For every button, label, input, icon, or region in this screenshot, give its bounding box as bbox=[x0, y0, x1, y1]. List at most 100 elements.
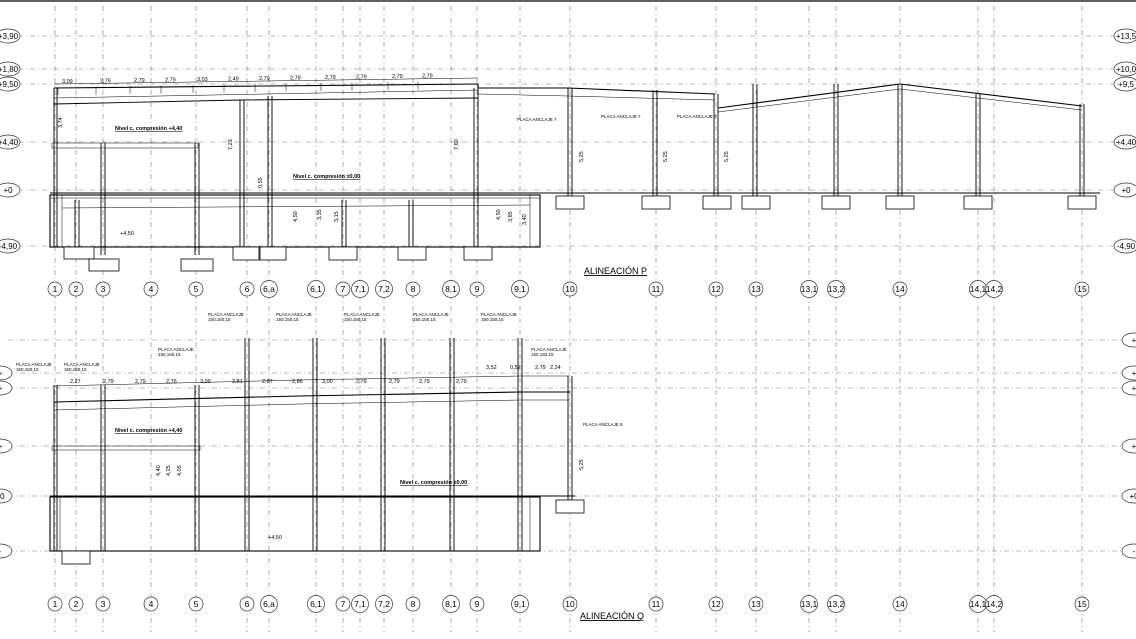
q-axis-label-7: 7 bbox=[341, 599, 346, 609]
p-axis-bubble-10 bbox=[562, 281, 578, 297]
p-axis-label-14,2: 14,2 bbox=[986, 284, 1003, 294]
q-axis-label-13: 13 bbox=[751, 599, 761, 609]
p-basement-tie bbox=[61, 204, 531, 209]
q-plate-label-1: PLACA ANCLAJE bbox=[64, 362, 100, 367]
p-level-bubble-right-2 bbox=[1113, 76, 1136, 92]
p-level-bubble-left-1 bbox=[0, 61, 21, 77]
q-axis-bubble-9,1 bbox=[511, 595, 529, 613]
p-axis-label-7,1: 7,1 bbox=[354, 284, 366, 294]
p-axis-bubble-5 bbox=[188, 281, 204, 297]
p-level-label-left-4: +0 bbox=[3, 186, 13, 195]
q-vert-dim-3: 5,25 bbox=[579, 459, 585, 470]
p-roof-tie bbox=[53, 97, 479, 105]
p-axis-bubble-4 bbox=[143, 281, 159, 297]
q-axis-bubble-13,2 bbox=[827, 595, 845, 613]
q-level-label-left-0: + bbox=[0, 369, 3, 378]
p-axis-label-3: 3 bbox=[101, 284, 106, 294]
p-top-dim-4: 3,03 bbox=[197, 77, 208, 83]
q-plate-size-4: 150,150,15 bbox=[276, 317, 299, 322]
p-top-dim-9: 2,79 bbox=[356, 75, 367, 81]
p-top-dim-11: 2,79 bbox=[422, 74, 433, 80]
p-level-bubble-right-4 bbox=[1113, 182, 1136, 198]
p-level-bubble-right-0 bbox=[1113, 28, 1136, 44]
q-level-label-right-3: + bbox=[1132, 442, 1136, 451]
q-plate-size-6: 150,150,15 bbox=[413, 317, 436, 322]
q-top-dim-16: 2,24 bbox=[550, 365, 561, 371]
p-vert-dim-3: 4,50 bbox=[293, 211, 299, 222]
q-plate-size-8: 150,150,15 bbox=[531, 352, 554, 357]
p-top-dim-2: 2,79 bbox=[134, 78, 145, 84]
p-level-bubble-left-2 bbox=[0, 76, 21, 92]
q-axis-bubble-14,2 bbox=[985, 595, 1003, 613]
p-axis-bubble-6,a bbox=[260, 280, 278, 298]
section-p-title: ALINEACIÓN P bbox=[584, 266, 647, 276]
p-axis-label-12: 12 bbox=[711, 284, 721, 294]
p-roof-gable bbox=[717, 83, 1083, 109]
q-plate-label-7: PLACA ANCLAJE bbox=[481, 312, 517, 317]
p-axis-label-4: 4 bbox=[149, 284, 154, 294]
p-level-label-left-0: +3,90 bbox=[0, 32, 19, 41]
p-axis-bubble-14,2 bbox=[985, 280, 1003, 298]
q-level-bubble-left-4 bbox=[0, 543, 13, 559]
p-vert-dim-8: 3,85 bbox=[508, 211, 514, 222]
q-top-dim-7: 2,86 bbox=[292, 379, 303, 385]
p-axis-label-11: 11 bbox=[652, 284, 661, 294]
p-axis-label-14,1: 14,1 bbox=[970, 284, 987, 294]
q-plate-size-7: 150,150,15 bbox=[481, 317, 504, 322]
p-axis-label-2: 2 bbox=[74, 284, 79, 294]
q-level-bubble-right-1 bbox=[1121, 365, 1136, 381]
q-axis-bubble-12 bbox=[708, 596, 724, 612]
q-plate-label-4: PLACA ANCLAJE bbox=[276, 312, 312, 317]
q-axis-bubble-4 bbox=[143, 596, 159, 612]
p-vert-dim-2: 0,55 bbox=[258, 177, 264, 188]
p-top-dim-1: 2,79 bbox=[100, 79, 111, 85]
q-axis-label-3: 3 bbox=[101, 599, 106, 609]
p-axis-bubble-3 bbox=[95, 281, 111, 297]
q-axis-bubble-5 bbox=[188, 596, 204, 612]
q-top-dim-4: 3,09 bbox=[200, 379, 211, 385]
q-level-label-right-5: - bbox=[1133, 547, 1136, 556]
p-note-lower: Nivel c. compresión ±0,00 bbox=[293, 174, 360, 180]
p-axis-label-13,1: 13,1 bbox=[801, 284, 818, 294]
q-level-bubble-right-3 bbox=[1121, 438, 1136, 454]
p-level-label-right-4: +0 bbox=[1121, 186, 1131, 195]
q-vert-dim-0: 4,40 bbox=[156, 465, 162, 476]
q-plate-size-5: 150,150,15 bbox=[344, 317, 367, 322]
q-axis-label-9: 9 bbox=[475, 599, 480, 609]
section-p-structure bbox=[49, 83, 1100, 272]
q-plate-size-1: 150,150,15 bbox=[64, 367, 87, 372]
q-plate-label-3: PLACA ANCLAJE bbox=[208, 312, 244, 317]
p-axis-label-9: 9 bbox=[475, 284, 480, 294]
p-vert-dim-4: 3,35 bbox=[317, 209, 323, 220]
p-columns bbox=[53, 84, 1085, 255]
q-footings bbox=[61, 499, 585, 565]
q-axis-label-14,1: 14,1 bbox=[970, 599, 987, 609]
p-basement-box bbox=[49, 194, 541, 248]
q-axis-label-8,1: 8,1 bbox=[445, 599, 457, 609]
q-axis-label-13,2: 13,2 bbox=[828, 599, 845, 609]
section-q-structure bbox=[49, 338, 585, 565]
p-axis-bubble-11 bbox=[648, 281, 664, 297]
p-axis-bubble-13,1 bbox=[800, 280, 818, 298]
p-axis-bubble-7 bbox=[335, 281, 351, 297]
q-axis-label-6,1: 6,1 bbox=[310, 599, 322, 609]
p-axis-bubble-7,2 bbox=[375, 280, 393, 298]
vertical-grid-lines bbox=[54, 6, 1083, 632]
q-axis-label-14,2: 14,2 bbox=[986, 599, 1003, 609]
q-top-dim-13: 3,52 bbox=[486, 365, 497, 371]
q-axis-label-9,1: 9,1 bbox=[514, 599, 526, 609]
q-level-label-right-0: + bbox=[1132, 336, 1136, 345]
q-top-dim-5: 2,81 bbox=[232, 379, 243, 385]
p-level-bubble-left-4 bbox=[0, 182, 21, 198]
p-axis-label-13: 13 bbox=[751, 284, 761, 294]
p-level-bubble-right-5 bbox=[1113, 238, 1136, 254]
p-level-label-left-2: +9,50 bbox=[0, 80, 19, 89]
q-level-bubble-right-5 bbox=[1121, 543, 1136, 559]
q-note-lower: Nivel c. compresión ±0,00 bbox=[400, 480, 467, 486]
q-axis-bubble-7,1 bbox=[351, 595, 369, 613]
q-axis-bubble-6 bbox=[239, 596, 255, 612]
q-axis-label-11: 11 bbox=[652, 599, 661, 609]
p-level-label-left-1: +1,80 bbox=[0, 65, 19, 74]
